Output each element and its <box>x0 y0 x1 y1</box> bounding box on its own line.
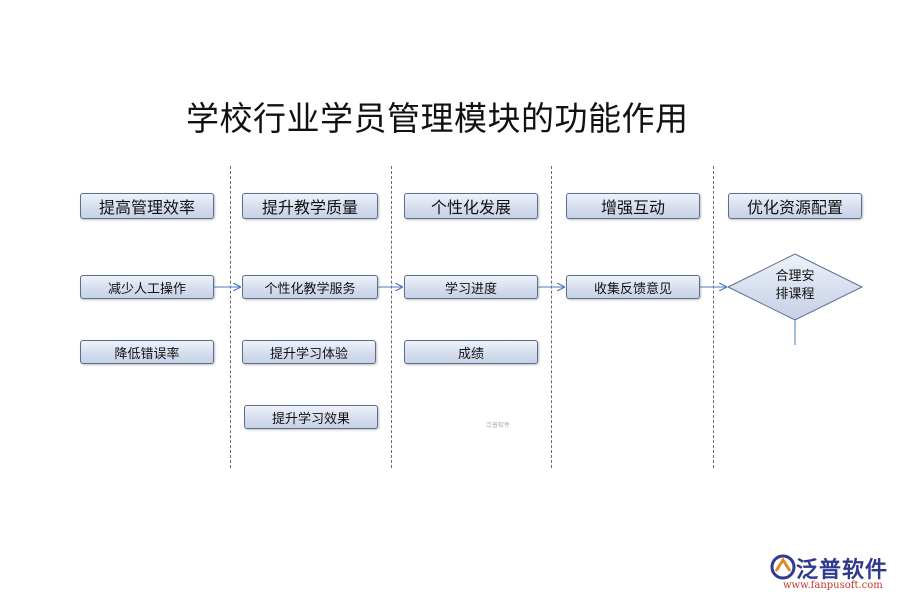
node-grades: 成绩 <box>404 340 538 364</box>
node-learning-experience: 提升学习体验 <box>242 340 376 364</box>
node-learning-effect: 提升学习效果 <box>244 405 378 429</box>
decision-label-line1: 合理安 <box>775 269 815 284</box>
column-divider <box>391 166 392 468</box>
watermark: 泛普软件 <box>486 422 511 429</box>
diagram-title: 学校行业学员管理模块的功能作用 <box>186 99 689 138</box>
column-divider <box>230 166 231 468</box>
header-efficiency: 提高管理效率 <box>80 193 214 219</box>
header-interaction: 增强互动 <box>566 193 700 219</box>
node-collect-feedback: 收集反馈意见 <box>566 275 700 299</box>
node-reduce-manual-work: 减少人工操作 <box>80 275 214 299</box>
column-divider <box>713 166 714 468</box>
column-divider <box>551 166 552 468</box>
node-learning-progress: 学习进度 <box>404 275 538 299</box>
decision-label-line2: 排课程 <box>775 287 815 302</box>
header-personal-development: 个性化发展 <box>404 193 538 219</box>
fanpu-logo-icon <box>770 554 796 580</box>
header-resource-allocation: 优化资源配置 <box>728 193 862 219</box>
logo-url: www.fanpusoft.com <box>783 580 883 591</box>
decision-label: 合理安 排课程 <box>760 268 830 304</box>
node-personalized-teaching: 个性化教学服务 <box>242 275 378 299</box>
header-teaching-quality: 提升教学质量 <box>242 193 378 219</box>
logo-name: 泛普软件 <box>796 558 889 583</box>
node-reduce-errors: 降低错误率 <box>80 340 214 364</box>
